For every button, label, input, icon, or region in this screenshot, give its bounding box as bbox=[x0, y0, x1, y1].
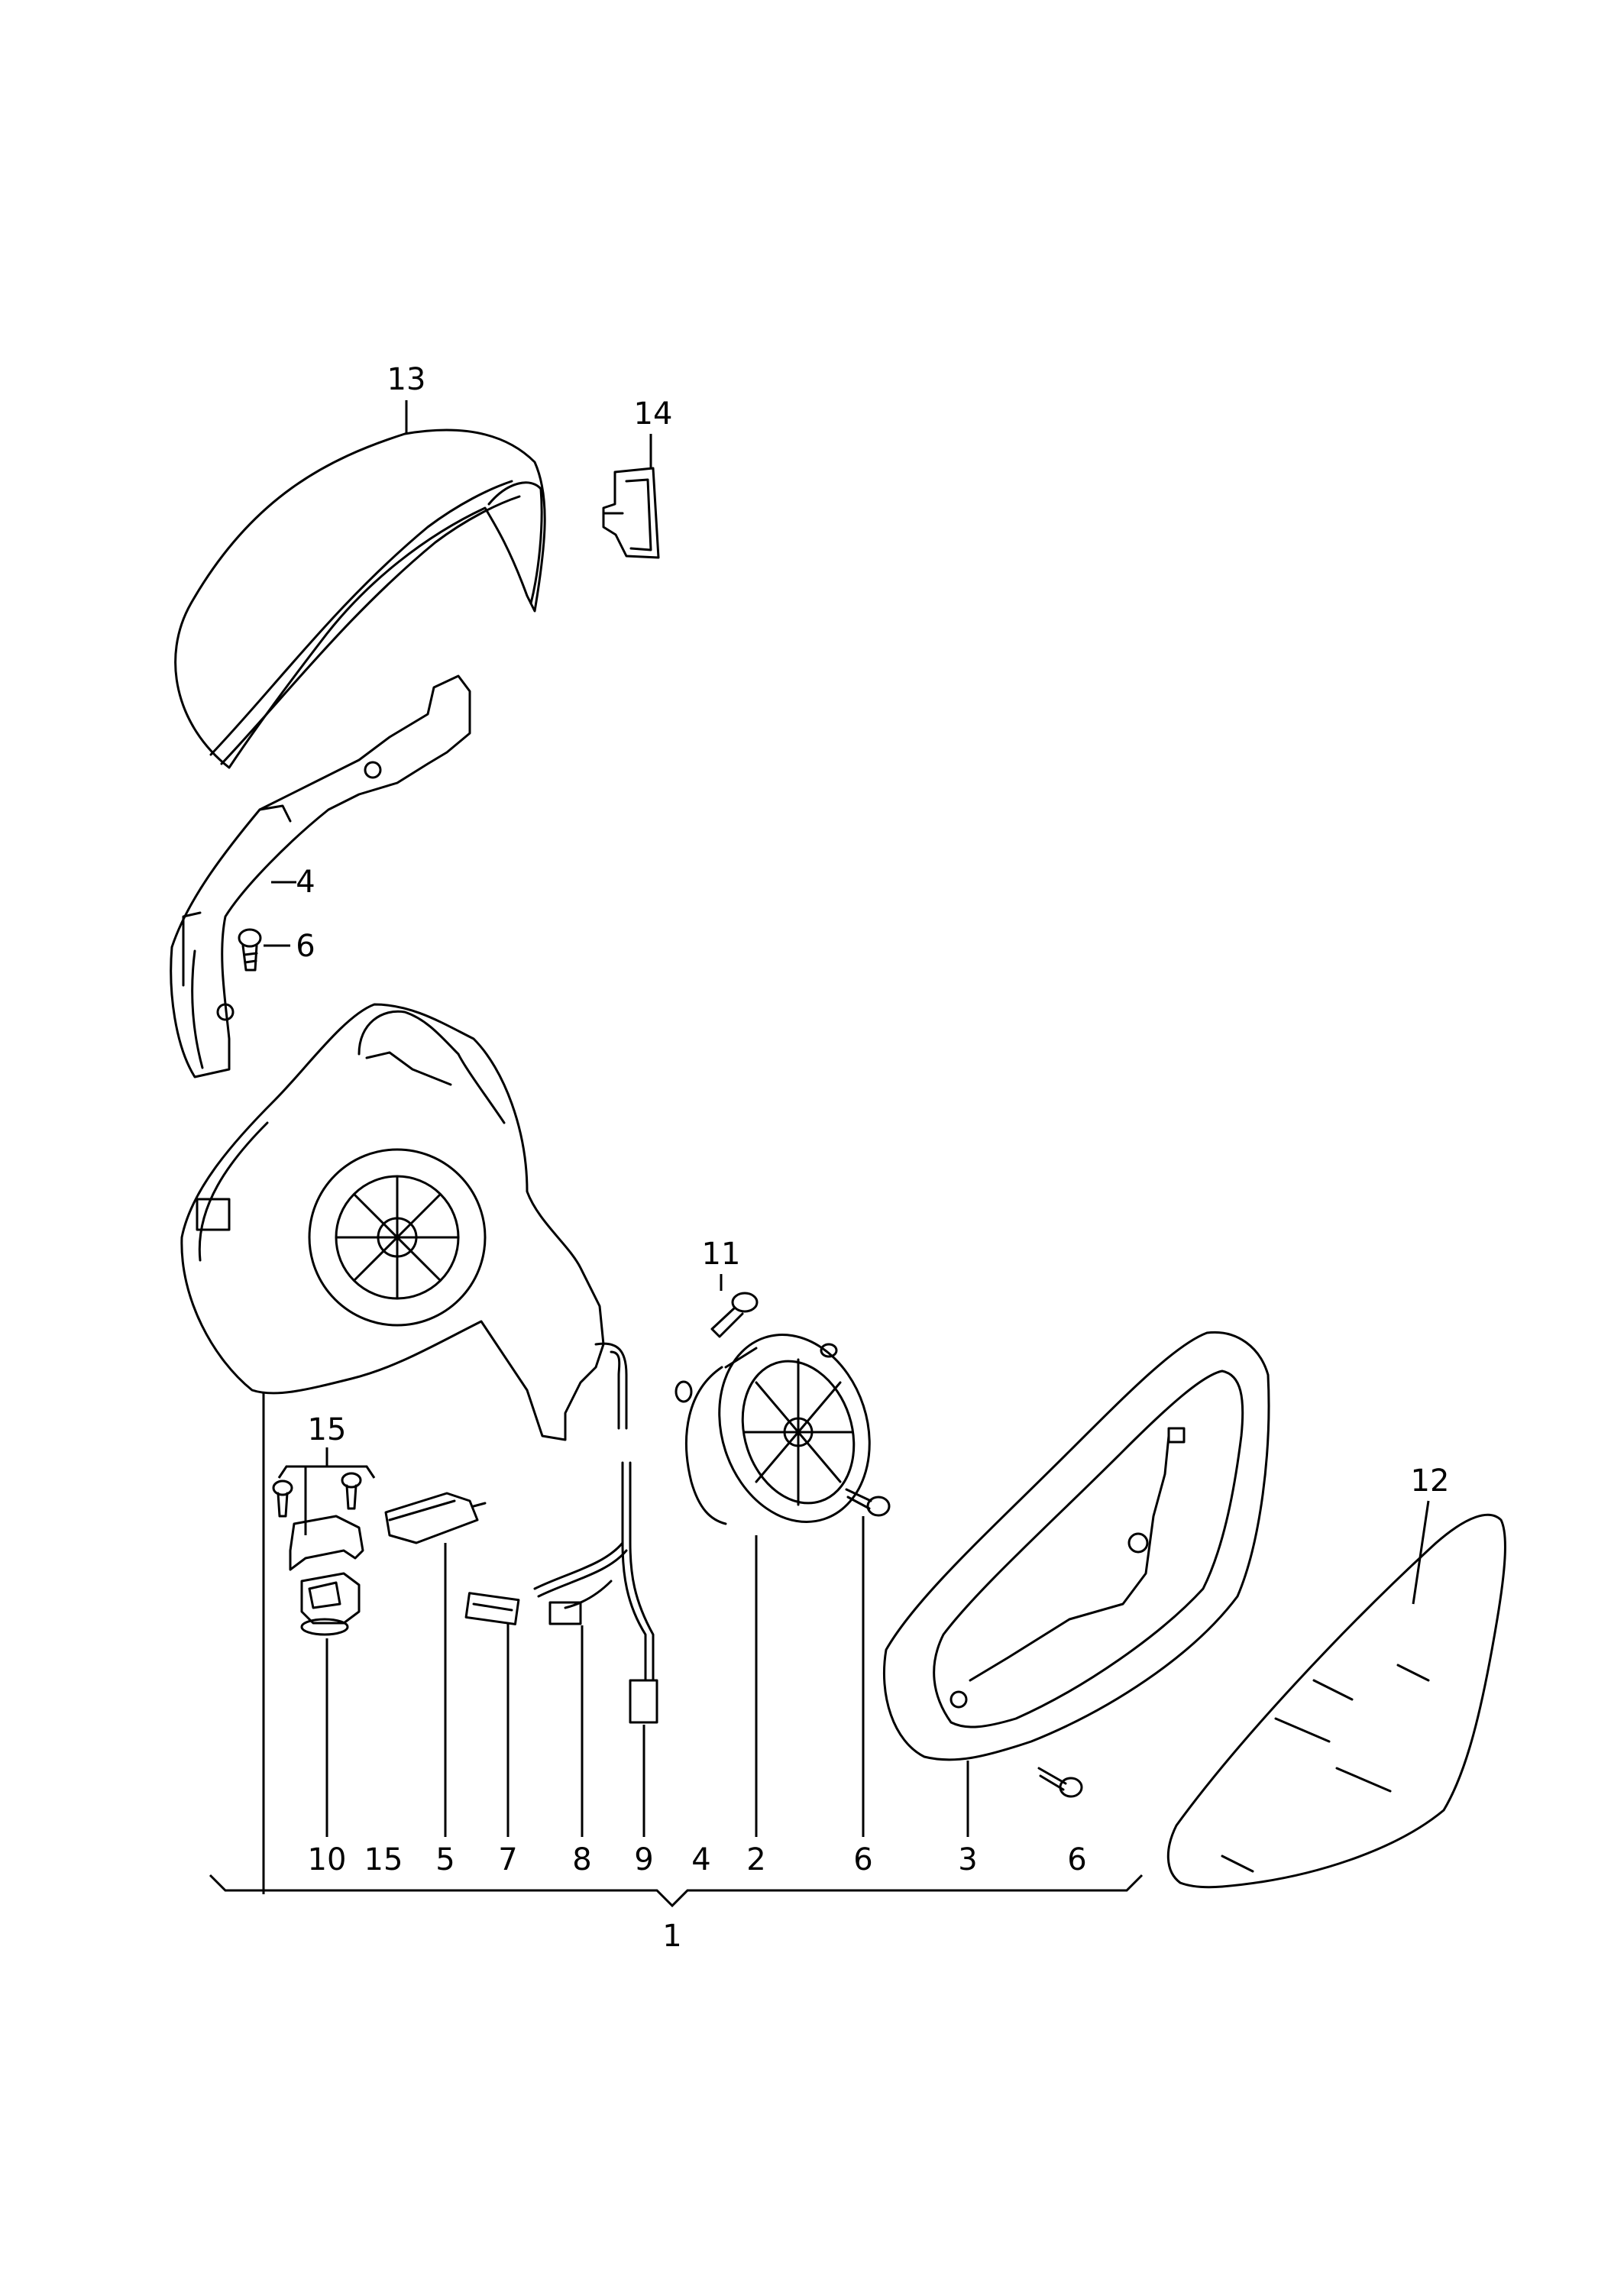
part-5-module bbox=[384, 1492, 487, 1544]
callout-2: 2 bbox=[746, 1842, 765, 1877]
part-8-small-connector bbox=[548, 1601, 582, 1625]
part-3-glass-frame bbox=[882, 1331, 1270, 1761]
callout-12: 12 bbox=[1411, 1463, 1450, 1499]
callout-13: 13 bbox=[387, 362, 426, 397]
callout-6-middle: 6 bbox=[853, 1842, 872, 1877]
callout-labels: 13 14 4 6 11 15 12 10 15 5 7 8 9 4 2 6 3… bbox=[296, 362, 1449, 1954]
part-12-mirror-glass bbox=[1166, 1513, 1506, 1889]
callout-6-lower: 6 bbox=[1067, 1842, 1086, 1877]
callout-3: 3 bbox=[958, 1842, 977, 1877]
part-9-cable bbox=[533, 1342, 658, 1724]
callout-11: 11 bbox=[702, 1237, 741, 1272]
callout-9: 9 bbox=[634, 1842, 653, 1877]
callout-5: 5 bbox=[435, 1842, 455, 1877]
part-13-mirror-cap bbox=[174, 428, 546, 769]
part-14-bulb-holder bbox=[602, 467, 660, 559]
leader-lines bbox=[209, 400, 1430, 1908]
callout-4-upper: 4 bbox=[296, 865, 315, 900]
callout-7: 7 bbox=[498, 1842, 517, 1877]
part-4-turn-signal bbox=[170, 674, 471, 1078]
callout-8: 8 bbox=[572, 1842, 591, 1877]
callout-15-upper: 15 bbox=[308, 1412, 347, 1447]
part-6-screw-upper bbox=[238, 928, 262, 972]
part-2-mirror-motor bbox=[675, 1334, 871, 1525]
part-10-15-switch bbox=[272, 1472, 364, 1636]
callout-1: 1 bbox=[662, 1919, 681, 1954]
part-6-screw-middle bbox=[845, 1488, 891, 1517]
part-7-connector bbox=[464, 1592, 520, 1625]
callout-15-lower: 15 bbox=[364, 1842, 403, 1877]
callout-10: 10 bbox=[308, 1842, 347, 1877]
callout-4-lower: 4 bbox=[691, 1842, 710, 1877]
callout-6-upper: 6 bbox=[296, 929, 315, 964]
part-11-screw bbox=[710, 1292, 759, 1338]
part-1-mirror-housing bbox=[180, 1003, 605, 1441]
callout-14: 14 bbox=[634, 396, 673, 432]
part-6-screw-lower bbox=[1037, 1767, 1083, 1798]
